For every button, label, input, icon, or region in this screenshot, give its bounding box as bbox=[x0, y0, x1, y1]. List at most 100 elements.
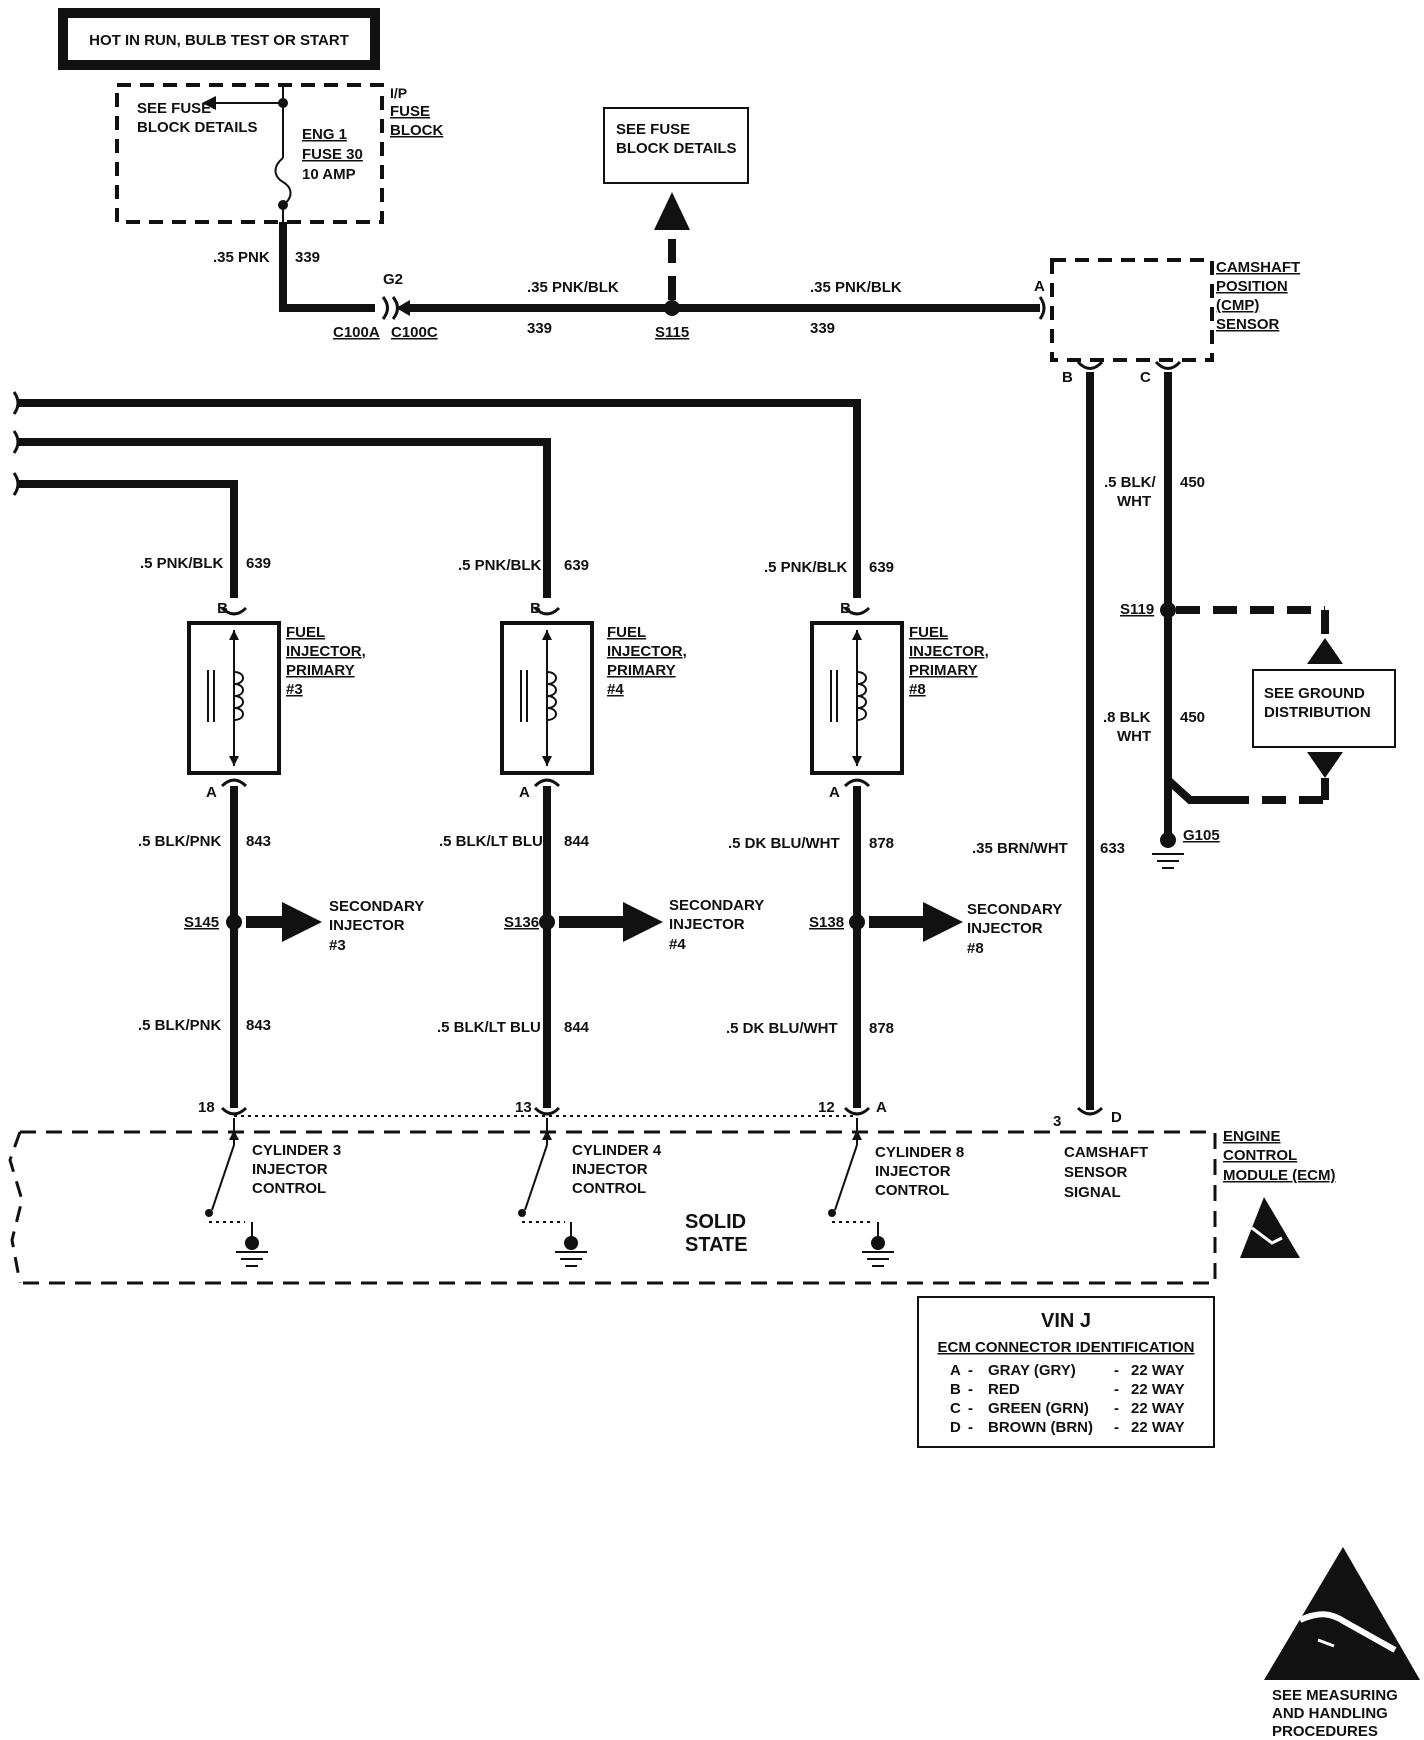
top-wire: .5 PNK/BLK bbox=[458, 557, 542, 574]
bot-circuit: 844 bbox=[564, 833, 590, 850]
ecm-label-3: MODULE (ECM) bbox=[1223, 1167, 1336, 1184]
see-fuse-box-1: SEE FUSE bbox=[616, 121, 690, 138]
legend-vin: VIN J bbox=[1041, 1310, 1091, 1332]
svg-text:-: - bbox=[968, 1400, 973, 1417]
secondary-2: INJECTOR bbox=[669, 916, 745, 933]
esd-note-2: AND HANDLING bbox=[1272, 1705, 1388, 1722]
top-circuit: 639 bbox=[869, 559, 894, 576]
injector-channel-3: B A .5 PNK/BLK 639 FUEL INJECTOR, PRIMAR… bbox=[138, 555, 424, 1108]
legend-letter: D bbox=[950, 1419, 961, 1436]
secondary-1: SECONDARY bbox=[967, 901, 1062, 918]
label-4: #4 bbox=[607, 681, 624, 698]
secondary-1: SECONDARY bbox=[329, 898, 424, 915]
see-fuse-box-2: BLOCK DETAILS bbox=[616, 140, 737, 157]
ecm-pin-12: 12 A CYLINDER 8 INJECTOR CONTROL bbox=[818, 1099, 964, 1267]
ecm-pin-number: 18 bbox=[198, 1099, 215, 1116]
bot-wire-2: .5 BLK/LT BLU bbox=[437, 1019, 541, 1036]
splice-label: S136 bbox=[504, 914, 539, 931]
s115-label: S115 bbox=[655, 324, 689, 341]
label-4: #3 bbox=[286, 681, 303, 698]
ecm-pin-18: 18 CYLINDER 3 INJECTOR CONTROL bbox=[198, 1099, 341, 1267]
arrow-up-icon bbox=[654, 192, 690, 230]
top-circuit: 639 bbox=[564, 557, 589, 574]
wire-c2-color-2: WHT bbox=[1117, 728, 1151, 745]
pin-b: B bbox=[840, 600, 851, 617]
bot-wire: .5 BLK/PNK bbox=[138, 833, 222, 850]
arrow-right-icon bbox=[282, 902, 322, 942]
cam-pin-number: 3 bbox=[1053, 1113, 1061, 1130]
control-3: CONTROL bbox=[252, 1180, 326, 1197]
secondary-3: #4 bbox=[669, 936, 686, 953]
bot-circuit-2: 878 bbox=[869, 1020, 894, 1037]
cam-signal-2: SENSOR bbox=[1064, 1164, 1128, 1181]
switch-icon bbox=[524, 1144, 548, 1211]
arrow-right-icon bbox=[623, 902, 663, 942]
fuse-icon bbox=[274, 157, 292, 206]
ecm-cam-input: 3 D CAMSHAFT SENSOR SIGNAL bbox=[1053, 1106, 1148, 1201]
ecm-pin-13: 13 CYLINDER 4 INJECTOR CONTROL bbox=[515, 1099, 662, 1267]
legend-letter: A bbox=[950, 1362, 961, 1379]
solid-state-1: SOLID bbox=[685, 1211, 746, 1233]
legend-letter: C bbox=[950, 1400, 961, 1417]
legend-color: RED bbox=[988, 1381, 1020, 1398]
s119-label: S119 bbox=[1120, 601, 1154, 618]
legend-way: 22 WAY bbox=[1131, 1362, 1185, 1379]
injector-feed-bus bbox=[12, 391, 861, 598]
label-1: FUEL bbox=[607, 624, 646, 641]
wire-mid-circuit: 339 bbox=[527, 320, 552, 337]
splice-s115 bbox=[664, 300, 680, 316]
ecm-connector-legend: VIN J ECM CONNECTOR IDENTIFICATION A - G… bbox=[917, 1296, 1215, 1448]
esd-notice: SEE MEASURING AND HANDLING PROCEDURES bbox=[1264, 1547, 1420, 1740]
label-3: PRIMARY bbox=[607, 662, 676, 679]
label-4: #8 bbox=[909, 681, 926, 698]
secondary-3: #8 bbox=[967, 940, 984, 957]
esd-warning-icon bbox=[1240, 1197, 1300, 1258]
legend-color: BROWN (BRN) bbox=[988, 1419, 1093, 1436]
solid-state-2: STATE bbox=[685, 1234, 748, 1256]
control-2: INJECTOR bbox=[252, 1161, 328, 1178]
secondary-2: INJECTOR bbox=[967, 920, 1043, 937]
ecm-module: 18 CYLINDER 3 INJECTOR CONTROL 13 bbox=[8, 1099, 1336, 1285]
top-wire: .5 PNK/BLK bbox=[140, 555, 224, 572]
splice-s119 bbox=[1160, 602, 1176, 618]
c100c-label: C100C bbox=[391, 324, 438, 341]
cmp-label-1: CAMSHAFT bbox=[1216, 259, 1300, 276]
top-circuit: 639 bbox=[246, 555, 271, 572]
g105-label: G105 bbox=[1183, 827, 1220, 844]
svg-text:-: - bbox=[968, 1419, 973, 1436]
splice-label: S145 bbox=[184, 914, 219, 931]
wire-c1-circuit: 450 bbox=[1180, 474, 1205, 491]
bot-circuit: 843 bbox=[246, 833, 271, 850]
cam-signal-1: CAMSHAFT bbox=[1064, 1144, 1148, 1161]
cmp-label-4: SENSOR bbox=[1216, 316, 1280, 333]
control-3: CONTROL bbox=[875, 1182, 949, 1199]
wire-mid-color: .35 PNK/BLK bbox=[527, 279, 619, 296]
control-2: INJECTOR bbox=[875, 1163, 951, 1180]
cmp-sensor: A B C CAMSHAFT POSITION (CMP) SENSOR .35… bbox=[972, 258, 1396, 1110]
switch-icon bbox=[211, 1144, 235, 1211]
label-2: INJECTOR, bbox=[607, 643, 687, 660]
ecm-connector-letter: A bbox=[876, 1099, 887, 1116]
see-fuse-label-1: SEE FUSE bbox=[137, 100, 211, 117]
ip-label-3: BLOCK bbox=[390, 122, 443, 139]
legend-way: 22 WAY bbox=[1131, 1419, 1185, 1436]
pin-b: B bbox=[530, 600, 541, 617]
legend-color: GREEN (GRN) bbox=[988, 1400, 1089, 1417]
legend-letter: B bbox=[950, 1381, 961, 1398]
svg-text:-: - bbox=[968, 1362, 973, 1379]
label-2: INJECTOR, bbox=[286, 643, 366, 660]
coil-icon bbox=[233, 671, 244, 721]
power-source-box: HOT IN RUN, BULB TEST OR START bbox=[58, 8, 380, 70]
legend-row: B - RED - 22 WAY bbox=[950, 1381, 1185, 1398]
bot-circuit-2: 843 bbox=[246, 1017, 271, 1034]
splice-label: S138 bbox=[809, 914, 844, 931]
coil-icon bbox=[546, 671, 557, 721]
coil-icon bbox=[856, 671, 867, 721]
ecm-pin-number: 13 bbox=[515, 1099, 532, 1116]
legend-row: D - BROWN (BRN) - 22 WAY bbox=[950, 1419, 1185, 1436]
cam-connector-letter: D bbox=[1111, 1109, 1122, 1126]
ip-fuse-block: SEE FUSE BLOCK DETAILS ENG 1 FUSE 30 10 … bbox=[115, 83, 443, 224]
fuse-name: ENG 1 bbox=[302, 126, 347, 143]
cam-signal-3: SIGNAL bbox=[1064, 1184, 1121, 1201]
fuse-number: FUSE 30 bbox=[302, 146, 363, 163]
